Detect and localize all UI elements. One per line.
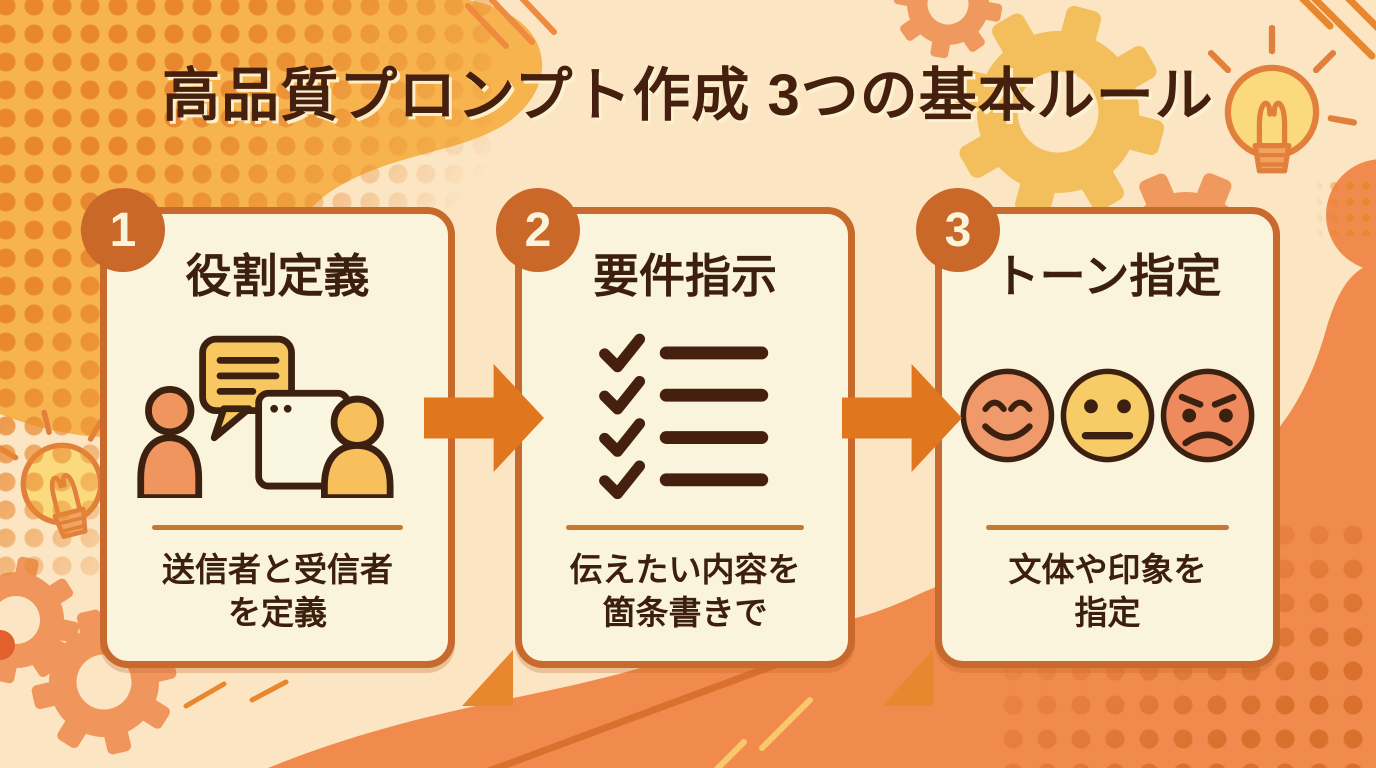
angry-face-icon <box>1160 368 1255 463</box>
card-icon-area <box>121 306 434 525</box>
card-description: 送信者と受信者 を定義 <box>162 550 393 632</box>
rule-card-2: 2 要件指示 伝えたい内容を 箇条書きで <box>496 188 855 668</box>
rule-card-3: 3 トーン指定 <box>916 188 1280 668</box>
card-icon-area <box>956 306 1259 525</box>
neutral-face-icon <box>1060 368 1155 463</box>
dot-decoration <box>0 630 15 660</box>
page-title: 高品質プロンプト作成 3つの基本ルール <box>162 63 1214 128</box>
card-description: 伝えたい内容を 箇条書きで <box>569 550 801 632</box>
card-icon-area <box>536 306 834 525</box>
card-title: 要件指示 <box>593 250 777 302</box>
happy-face-icon <box>960 368 1055 463</box>
rule-card-1: 1 役割定義 送信者と受信者 を定義 <box>81 188 455 668</box>
people-chat-icon <box>136 335 394 498</box>
orange-circle <box>1326 159 1376 271</box>
card-divider <box>986 524 1229 530</box>
tone-faces-icon <box>960 368 1255 463</box>
checklist-icon <box>598 334 768 500</box>
card-divider <box>565 524 805 530</box>
card-title: 役割定義 <box>185 250 370 302</box>
step-number-badge: 1 <box>81 188 165 272</box>
step-number-badge: 2 <box>496 188 580 272</box>
step-number-badge: 3 <box>916 188 1000 272</box>
card-description: 文体や印象を 指定 <box>1008 550 1207 632</box>
corner-stripes <box>1299 0 1376 60</box>
card-divider <box>152 524 403 530</box>
stripe-decoration <box>183 679 289 709</box>
card-title: トーン指定 <box>993 250 1222 302</box>
